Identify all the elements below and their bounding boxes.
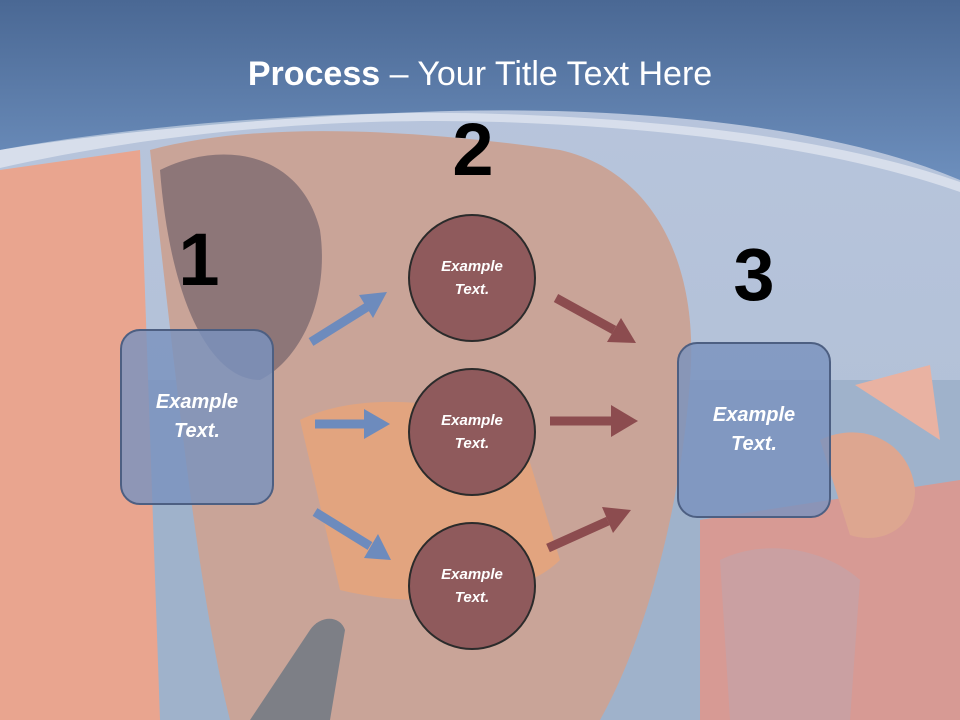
step-number-3: 3 <box>733 233 775 316</box>
process-circle-bottom[interactable]: Example Text. <box>408 522 536 650</box>
step-number-2: 2 <box>452 108 494 191</box>
process-circle-top[interactable]: Example Text. <box>408 214 536 342</box>
step-number-1: 1 <box>178 218 220 301</box>
step-1-box[interactable]: Example Text. <box>120 329 274 505</box>
circle-top-text: Example Text. <box>441 258 503 298</box>
arrow-to-bottom-circle <box>312 508 391 560</box>
arrow-from-middle-circle <box>550 405 638 437</box>
arrow-from-top-circle <box>553 294 636 343</box>
arrow-from-bottom-circle <box>546 507 631 553</box>
circle-bottom-text: Example Text. <box>441 566 503 606</box>
arrow-to-middle-circle <box>315 409 390 439</box>
circle-middle-text: Example Text. <box>441 412 503 452</box>
process-circle-middle[interactable]: Example Text. <box>408 368 536 496</box>
arrow-to-top-circle <box>308 292 387 346</box>
step-3-box[interactable]: Example Text. <box>677 342 831 518</box>
step-3-text: Example Text. <box>712 404 796 455</box>
step-1-text: Example Text. <box>155 391 239 442</box>
title-bold: Process <box>247 55 381 93</box>
slide-title: Process – Your Title Text Here <box>0 52 960 96</box>
title-rest: – Your Title Text Here <box>380 55 713 93</box>
